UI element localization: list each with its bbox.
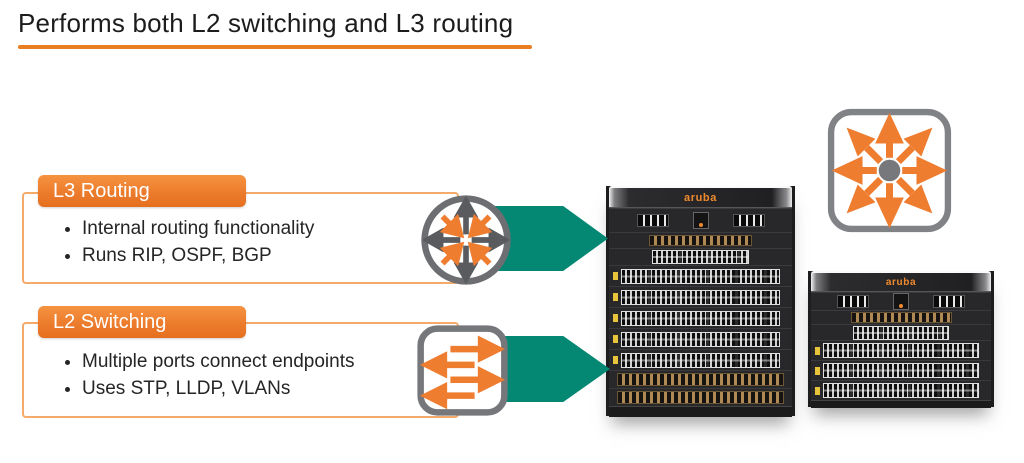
sfp-row <box>609 232 792 248</box>
l2-switching-box <box>22 322 459 418</box>
port-row-24 <box>811 324 991 340</box>
l3-routing-bullets: Internal routing functionality Runs RIP,… <box>58 215 314 269</box>
label-sticker <box>613 314 618 322</box>
port-row-48 <box>811 380 991 400</box>
bullet-item: Internal routing functionality <box>82 215 314 242</box>
rj45-ports <box>620 352 781 368</box>
l3-routing-header: L3 Routing <box>38 175 246 207</box>
port-row-48 <box>811 340 991 360</box>
label-sticker <box>613 293 618 301</box>
rj45-ports <box>620 268 781 284</box>
port-row-48 <box>609 328 792 349</box>
rj45-ports <box>620 289 781 305</box>
sfp-row <box>811 310 991 324</box>
management-module-row <box>609 208 792 232</box>
chassis-switch-large: aruba <box>606 186 795 417</box>
management-module-row <box>811 292 991 310</box>
sfp-ports <box>617 391 784 404</box>
bullet-item: Uses STP, LLDP, VLANs <box>82 375 355 402</box>
port-row-24 <box>609 248 792 265</box>
bullet-item: Runs RIP, OSPF, BGP <box>82 242 314 269</box>
l2-switching-header: L2 Switching <box>38 306 246 338</box>
sfp-ports <box>850 312 952 323</box>
rj45-ports <box>822 383 980 398</box>
aruba-logo: aruba <box>885 276 917 288</box>
rj45-ports <box>822 363 980 378</box>
mgmt-ports <box>837 295 869 308</box>
page-title: Performs both L2 switching and L3 routin… <box>18 8 514 38</box>
port-row-48 <box>609 265 792 286</box>
sfp-ports <box>617 373 784 386</box>
mgmt-module <box>893 293 909 310</box>
sfp-ports <box>649 235 752 246</box>
port-row-48 <box>811 360 991 380</box>
chassis-bottom-rail <box>811 400 991 408</box>
rj45-ports <box>620 331 781 347</box>
port-row-48 <box>609 307 792 328</box>
label-sticker <box>815 386 820 395</box>
label-sticker <box>613 272 618 280</box>
l2-switching-bullets: Multiple ports connect endpoints Uses ST… <box>58 348 355 402</box>
sfp-line-card-row <box>609 388 792 406</box>
l3-switch-icon <box>827 108 952 233</box>
label-sticker <box>613 356 618 364</box>
l2-switch-icon <box>417 325 508 416</box>
mgmt-module <box>692 212 709 229</box>
sfp-line-card-row <box>609 370 792 388</box>
label-sticker <box>613 335 618 343</box>
rj45-ports <box>853 325 949 340</box>
chassis-bottom-rail <box>609 406 792 417</box>
mgmt-ports <box>732 214 765 227</box>
chassis-switch-small: aruba <box>808 271 994 408</box>
label-sticker <box>815 346 820 355</box>
title-underline <box>18 45 532 49</box>
aruba-logo: aruba <box>684 191 717 204</box>
switch-bezel: aruba <box>609 186 792 208</box>
router-icon <box>421 195 511 285</box>
switch-bezel: aruba <box>811 271 991 292</box>
mgmt-ports <box>636 214 669 227</box>
rj45-ports <box>620 310 781 326</box>
rj45-ports <box>651 250 750 264</box>
port-row-48 <box>609 286 792 307</box>
label-sticker <box>815 366 820 375</box>
mgmt-ports <box>933 295 965 308</box>
bullet-item: Multiple ports connect endpoints <box>82 348 355 375</box>
port-row-48 <box>609 349 792 370</box>
rj45-ports <box>822 343 980 358</box>
